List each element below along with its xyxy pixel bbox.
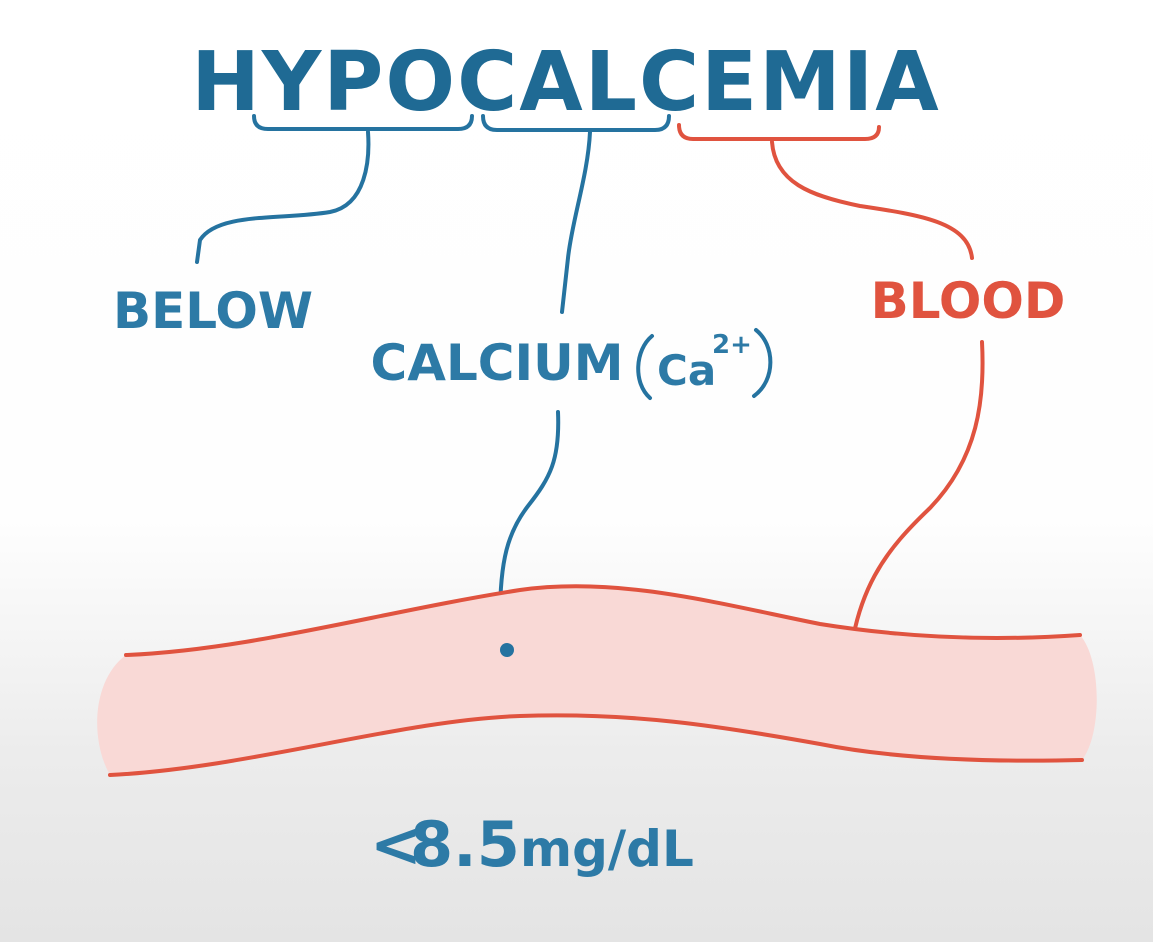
label-blood: BLOOD xyxy=(871,272,1066,330)
vessel-bottom-wall xyxy=(108,713,1084,777)
threshold-value: 8.5 xyxy=(410,808,520,881)
calcium-symbol-element: Ca xyxy=(657,346,716,395)
calcium-symbol-charge: 2+ xyxy=(712,330,752,360)
title-root: CALC xyxy=(457,35,701,130)
blood-vessel xyxy=(97,586,1097,775)
threshold: < 8.5 mg/dL xyxy=(370,808,694,881)
calcium-ion-dot xyxy=(500,643,514,657)
paren-left xyxy=(636,334,654,400)
connector-blood-to-vessel xyxy=(846,340,985,684)
threshold-operator: < xyxy=(370,808,422,881)
title-prefix: HYPO xyxy=(191,35,457,130)
label-below: BELOW xyxy=(113,282,313,340)
label-calcium: CALCIUM xyxy=(371,334,624,392)
vessel-top-wall xyxy=(124,584,1082,657)
title-word: HYPOCALCEMIA xyxy=(191,35,940,130)
paren-right xyxy=(752,328,773,398)
title-suffix: EMIA xyxy=(701,35,941,130)
prefix-bracket xyxy=(252,114,474,131)
suffix-bracket xyxy=(677,123,881,141)
connector-root-to-calcium xyxy=(560,130,592,314)
threshold-unit: mg/dL xyxy=(520,820,694,878)
root-bracket xyxy=(481,114,671,132)
connector-prefix-to-below xyxy=(195,130,371,264)
calcium-symbol: Ca 2+ xyxy=(636,328,773,400)
connector-calcium-to-dot xyxy=(498,410,561,620)
connector-suffix-to-blood xyxy=(770,140,974,260)
